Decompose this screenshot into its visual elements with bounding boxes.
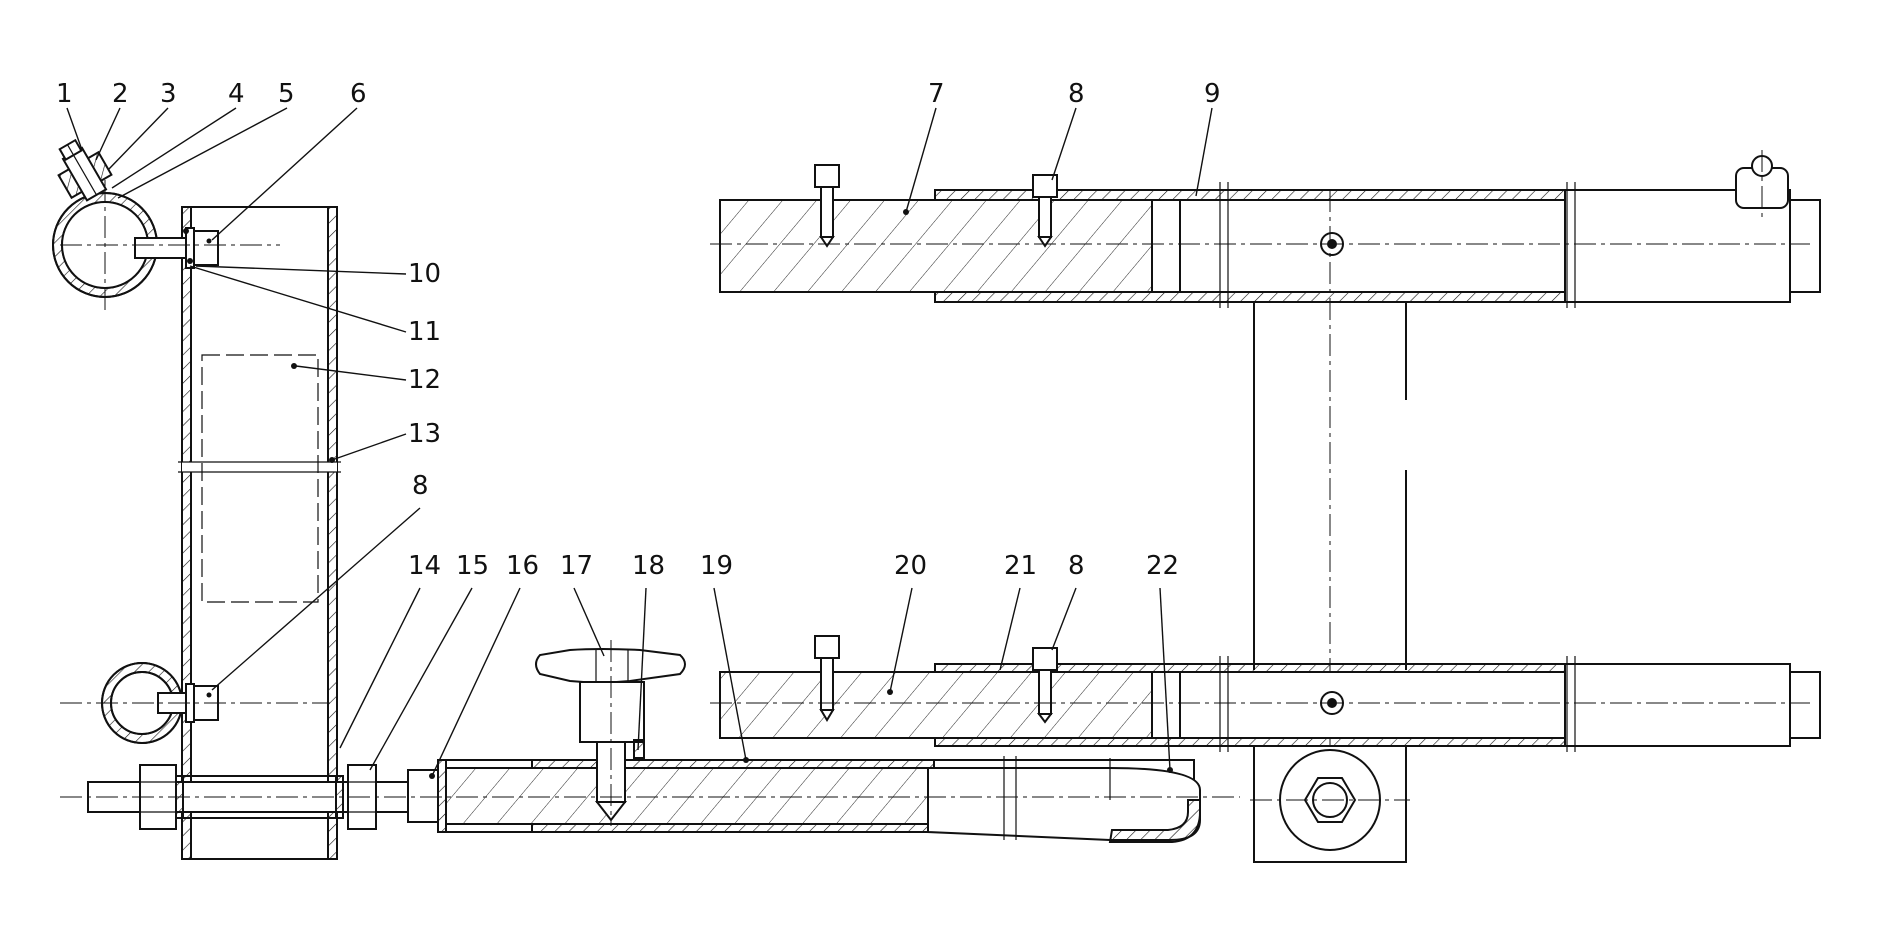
- part-labels: 1 2 3 4 5 6 7 8 9 10 11 12 13 8 14 15 16…: [56, 79, 1221, 581]
- vertical-tube: [178, 206, 341, 860]
- label-10: 10: [408, 259, 441, 289]
- label-21: 21: [1004, 551, 1037, 581]
- label-12: 12: [408, 365, 441, 395]
- label-11: 11: [408, 317, 441, 347]
- label-22: 22: [1146, 551, 1179, 581]
- label-1: 1: [56, 79, 73, 109]
- top-arm: [710, 150, 1821, 308]
- label-19: 19: [700, 551, 733, 581]
- label-13: 13: [408, 419, 441, 449]
- label-18: 18: [632, 551, 665, 581]
- label-6: 6: [350, 79, 367, 109]
- label-16: 16: [506, 551, 539, 581]
- label-17: 17: [560, 551, 593, 581]
- label-8-top: 8: [1068, 79, 1085, 109]
- hex-nut-plate: [1250, 745, 1410, 863]
- bottom-bar: [437, 756, 1201, 843]
- label-20: 20: [894, 551, 927, 581]
- label-14: 14: [408, 551, 441, 581]
- label-15: 15: [456, 551, 489, 581]
- lower-arm: [710, 635, 1821, 752]
- label-7: 7: [928, 79, 945, 109]
- leader-lines: [66, 107, 1213, 777]
- label-3: 3: [160, 79, 177, 109]
- clamping-knob: [535, 640, 686, 826]
- label-2: 2: [112, 79, 129, 109]
- label-4: 4: [228, 79, 245, 109]
- label-5: 5: [278, 79, 295, 109]
- label-8-bottom: 8: [1068, 551, 1085, 581]
- label-9: 9: [1204, 79, 1221, 109]
- label-8-left: 8: [412, 471, 429, 501]
